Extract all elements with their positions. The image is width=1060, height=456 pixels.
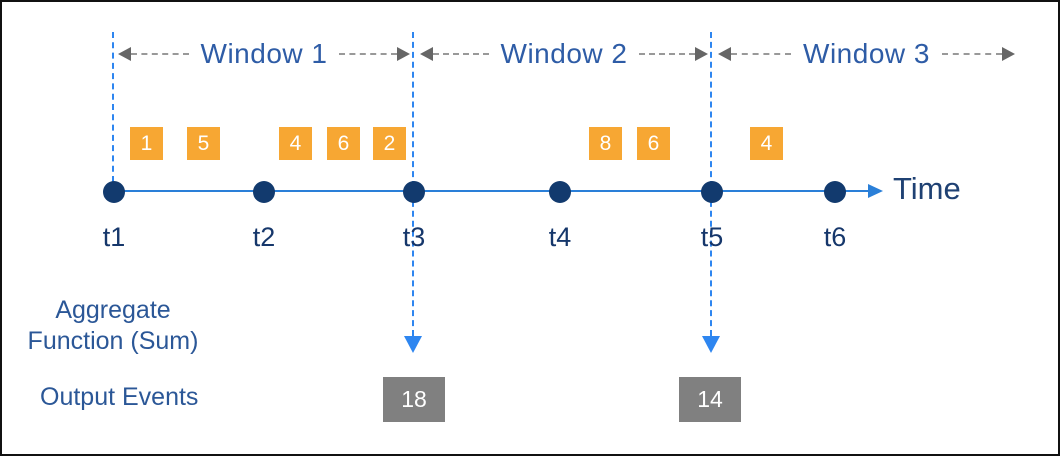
timeline-dot-t2: [253, 181, 275, 203]
event-box: 6: [327, 127, 360, 160]
timeline-dot-t4: [549, 181, 571, 203]
event-box: 4: [750, 127, 783, 160]
arrow-left-icon: [420, 47, 433, 61]
window-label: Window 2: [500, 38, 628, 69]
dashed-line: [639, 53, 695, 55]
tick-label-t6: t6: [823, 222, 847, 252]
dashed-line: [339, 53, 397, 55]
dashed-line: [941, 53, 1002, 55]
tick-label-t3: t3: [402, 222, 426, 252]
event-box: 5: [187, 127, 220, 160]
aggregate-line2: Function (Sum): [27, 327, 199, 355]
aggregate-line1: Aggregate: [55, 296, 171, 324]
arrow-right-icon: [695, 47, 708, 61]
tick-label-t4: t4: [548, 222, 572, 252]
output-event-box-t3: 18: [383, 377, 445, 422]
arrow-right-icon: [397, 47, 410, 61]
arrow-left-icon: [118, 47, 131, 61]
event-box: 2: [373, 127, 406, 160]
output-events-label: Output Events: [40, 383, 199, 411]
dashed-line: [131, 53, 189, 55]
aggregate-function-label: Aggregate Function (Sum): [24, 295, 202, 357]
tick-label-t2: t2: [252, 222, 276, 252]
timeline-dot-t5: [701, 181, 723, 203]
arrow-right-icon: [1002, 47, 1015, 61]
dashed-line: [731, 53, 792, 55]
dashed-line: [433, 53, 489, 55]
timeline-dot-t1: [103, 181, 125, 203]
tick-label-t1: t1: [102, 222, 126, 252]
guide-line-t1: [112, 32, 114, 182]
window-span-2: Window 2: [420, 38, 708, 70]
timeline-dot-t3: [403, 181, 425, 203]
output-event-box-t5: 14: [679, 377, 741, 422]
event-box: 1: [130, 127, 163, 160]
window-label: Window 3: [803, 38, 930, 69]
event-box: 6: [637, 127, 670, 160]
down-arrow-icon-t5: [702, 336, 720, 353]
timeline-axis: [114, 190, 870, 192]
window-label: Window 1: [200, 38, 328, 69]
event-box: 8: [589, 127, 622, 160]
event-box: 4: [279, 127, 312, 160]
tick-label-t5: t5: [700, 222, 724, 252]
window-span-3: Window 3: [718, 38, 1015, 70]
timeline-dot-t6: [824, 181, 846, 203]
window-span-1: Window 1: [118, 38, 410, 70]
timeline-arrow-icon: [868, 184, 883, 198]
arrow-left-icon: [718, 47, 731, 61]
down-arrow-icon-t3: [404, 336, 422, 353]
time-axis-label: Time: [893, 171, 961, 206]
